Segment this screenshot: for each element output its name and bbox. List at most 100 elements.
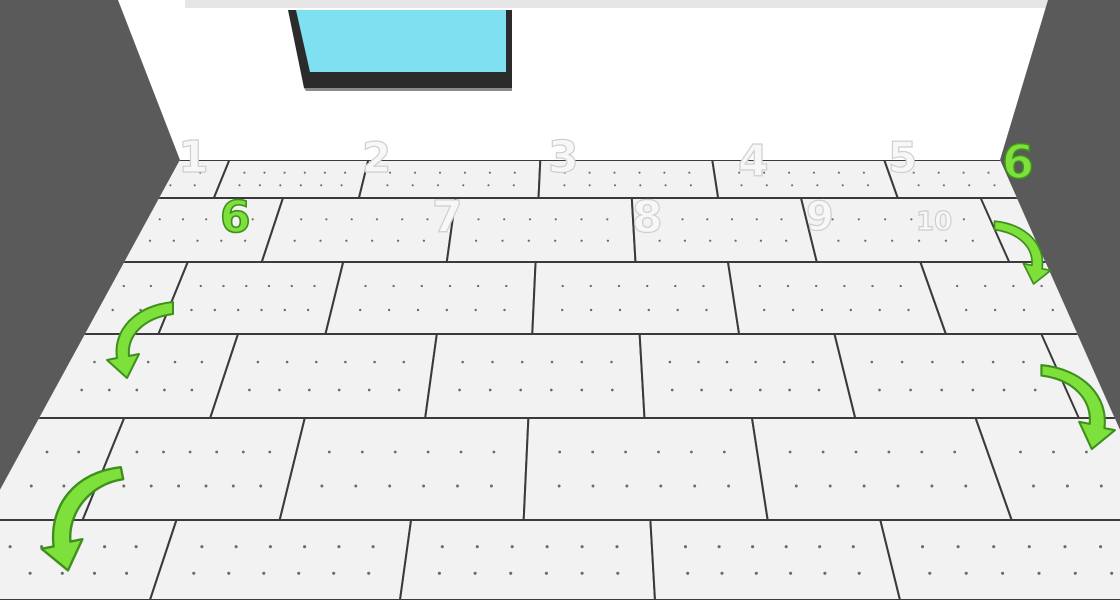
floor-dot [245,285,247,287]
floor-dot [222,285,224,287]
floor-dot [718,545,721,548]
floor-dot [663,172,665,174]
floor-dot [938,172,940,174]
floor-dot [259,485,262,488]
floor-dot [439,172,441,174]
floor-dot [441,545,444,548]
floor-tile [325,262,535,334]
floor-dot [509,572,512,575]
floor-dot [325,218,327,220]
number-marker-6-highlighted[interactable]: 6 [1002,135,1034,189]
floor-dot [863,172,865,174]
floor-dot [1052,309,1054,311]
floor-dot [551,361,554,364]
floor-dot [613,172,615,174]
floor-dot [286,361,289,364]
floor-dot [412,184,414,186]
floor-dot [462,184,464,186]
floor-tile [650,520,900,600]
floor-dot [780,218,782,220]
floor-dot [1074,572,1077,575]
floor-dot [169,184,171,186]
floor-dot [546,545,549,548]
number-marker-3[interactable]: 3 [548,132,579,183]
floor-dot [248,389,251,392]
floor-tile [532,262,739,334]
number-marker-10[interactable]: 10 [916,207,952,237]
floor-dot [491,361,494,364]
number-marker-5[interactable]: 5 [888,133,917,182]
floor-dot [785,545,788,548]
floor-dot [297,572,300,575]
floor-dot [300,218,302,220]
floor-dot [818,545,821,548]
floor-dot [257,361,260,364]
floor-tile [0,520,176,600]
floor-dot [878,309,880,311]
floor-dot [891,240,893,242]
floor-dot [344,361,347,364]
floor-dot [519,389,522,392]
number-marker-8[interactable]: 8 [632,192,663,243]
floor-tile [880,520,1120,600]
floor-dot [464,172,466,174]
floor-dot [731,218,733,220]
number-marker-1[interactable]: 1 [178,132,209,183]
number-marker-9[interactable]: 9 [806,194,834,240]
floor-dot [190,309,192,311]
floor-tile [752,418,1012,520]
floor-dot [590,285,592,287]
floor-dot [46,451,49,454]
floor-dot [788,172,790,174]
floor-dot [592,485,595,488]
floor-dot [162,451,165,454]
floor-dot [795,485,798,488]
floor-dot [111,309,113,311]
number-marker-7[interactable]: 7 [432,192,463,243]
floor-dot [965,572,968,575]
floor-dot [723,451,726,454]
floor-dot [972,240,974,242]
floor-dot [558,485,561,488]
floor-dot [243,172,245,174]
floor-dot [394,451,397,454]
floor-dot [823,572,826,575]
floor-dot [674,285,676,287]
floor-dot [561,309,563,311]
floor-dot [303,545,306,548]
number-marker-4[interactable]: 4 [738,136,769,187]
floor-dot [610,361,613,364]
floor-dot [200,285,202,287]
floor-dot [308,389,311,392]
floor-dot [940,389,943,392]
floor-dot [361,451,364,454]
floor-dot [150,485,153,488]
floor-dot [921,545,924,548]
floor-dot [304,172,306,174]
floor-dot [192,572,195,575]
floor-dot [763,309,765,311]
floor-dot [103,545,106,548]
floor-dot [449,285,451,287]
floor-dot [215,451,218,454]
floor-dot [135,545,138,548]
floor-dot [928,572,931,575]
floor-dot [871,361,874,364]
floor-dot [359,309,361,311]
floor-tile [210,334,437,418]
number-marker-2[interactable]: 2 [362,133,391,182]
floor-dot [665,184,667,186]
number-marker-6-front-highlighted[interactable]: 6 [220,192,251,243]
floor-dot [294,240,296,242]
floor-dot [196,240,198,242]
floor-dot [279,184,281,186]
floor-dot [1052,451,1055,454]
floor-dot [514,172,516,174]
floor-dot [550,389,553,392]
floor-dot [214,309,216,311]
floor-dot [501,240,503,242]
floor-dot [858,218,860,220]
floor-dot [910,218,912,220]
floor-dot [324,172,326,174]
floor-dot [159,218,161,220]
